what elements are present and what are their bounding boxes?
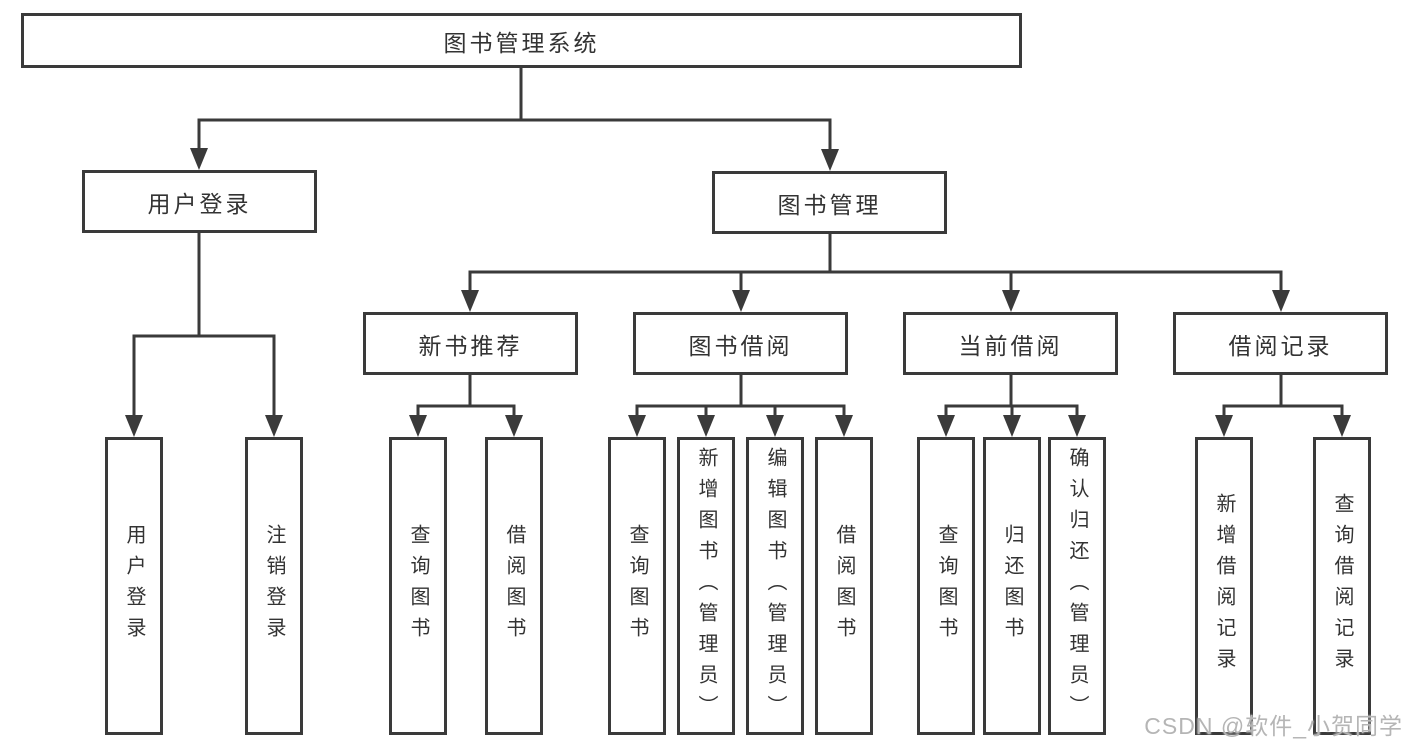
leaf-records-query-record: 查询借阅记录 bbox=[1313, 437, 1371, 735]
leaf-current-query-books-label: 查询图书 bbox=[935, 524, 957, 648]
node-book-borrow-label: 图书借阅 bbox=[688, 332, 793, 359]
leaf-borrow-query-books-label: 查询图书 bbox=[626, 524, 648, 648]
connector-book-management-branch bbox=[461, 233, 1290, 312]
leaf-borrow-edit-books-admin: 编辑图书（管理员） bbox=[746, 437, 804, 735]
leaf-current-confirm-return-admin: 确认归还（管理员） bbox=[1048, 437, 1106, 735]
leaf-borrow-add-books-admin: 新增图书（管理员） bbox=[677, 437, 735, 735]
leaf-records-add-record: 新增借阅记录 bbox=[1195, 437, 1253, 735]
leaf-current-query-books: 查询图书 bbox=[917, 437, 975, 735]
node-root-label: 图书管理系统 bbox=[443, 29, 600, 56]
connector-borrow-records-branch bbox=[1215, 374, 1351, 437]
leaf-logout-label: 注销登录 bbox=[263, 524, 285, 648]
connector-current-borrow-branch bbox=[937, 374, 1086, 437]
node-new-book-recommend-label: 新书推荐 bbox=[418, 332, 523, 359]
leaf-recommend-borrow-books: 借阅图书 bbox=[485, 437, 543, 735]
node-book-management: 图书管理 bbox=[712, 171, 947, 234]
leaf-current-return-books-label: 归还图书 bbox=[1001, 524, 1023, 648]
node-book-management-label: 图书管理 bbox=[777, 191, 882, 218]
leaf-borrow-query-books: 查询图书 bbox=[608, 437, 666, 735]
csdn-watermark: CSDN @软件_小贺同学 bbox=[1144, 713, 1403, 739]
leaf-current-return-books: 归还图书 bbox=[983, 437, 1041, 735]
leaf-recommend-query-books: 查询图书 bbox=[389, 437, 447, 735]
leaf-borrow-borrow-books: 借阅图书 bbox=[815, 437, 873, 735]
leaf-recommend-query-books-label: 查询图书 bbox=[407, 524, 429, 648]
connector-user-login-branch bbox=[125, 231, 283, 437]
leaf-records-query-record-label: 查询借阅记录 bbox=[1331, 493, 1353, 679]
leaf-records-add-record-label: 新增借阅记录 bbox=[1213, 493, 1235, 679]
node-borrow-records: 借阅记录 bbox=[1173, 312, 1388, 375]
node-user-login-label: 用户登录 bbox=[147, 190, 252, 217]
leaf-user-login-label: 用户登录 bbox=[123, 524, 145, 648]
node-new-book-recommend: 新书推荐 bbox=[363, 312, 578, 375]
node-book-borrow: 图书借阅 bbox=[633, 312, 848, 375]
leaf-borrow-edit-books-admin-label: 编辑图书（管理员） bbox=[764, 446, 786, 726]
node-user-login: 用户登录 bbox=[82, 170, 317, 233]
node-current-borrow-label: 当前借阅 bbox=[958, 332, 1063, 359]
connector-new-book-recommend-branch bbox=[409, 374, 523, 437]
connector-root-to-level2 bbox=[190, 67, 839, 171]
leaf-borrow-borrow-books-label: 借阅图书 bbox=[833, 524, 855, 648]
leaf-recommend-borrow-books-label: 借阅图书 bbox=[503, 524, 525, 648]
leaf-borrow-add-books-admin-label: 新增图书（管理员） bbox=[695, 446, 717, 726]
leaf-current-confirm-return-admin-label: 确认归还（管理员） bbox=[1066, 446, 1088, 726]
node-borrow-records-label: 借阅记录 bbox=[1228, 332, 1333, 359]
leaf-logout: 注销登录 bbox=[245, 437, 303, 735]
connector-book-borrow-branch bbox=[628, 374, 853, 437]
node-current-borrow: 当前借阅 bbox=[903, 312, 1118, 375]
leaf-user-login: 用户登录 bbox=[105, 437, 163, 735]
node-root: 图书管理系统 bbox=[21, 13, 1022, 68]
